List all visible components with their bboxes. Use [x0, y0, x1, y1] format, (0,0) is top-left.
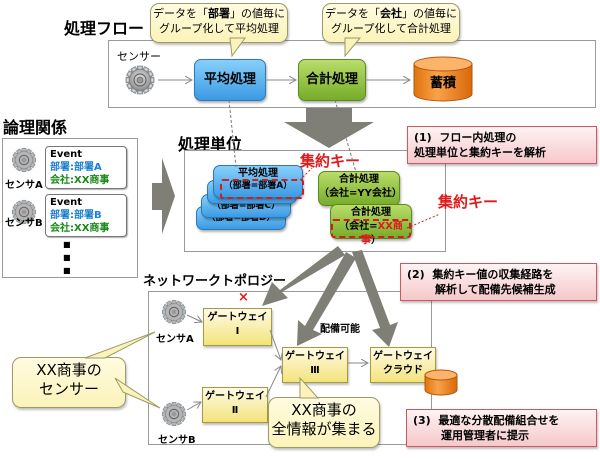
gear-icon [11, 147, 37, 173]
flow-sensor-label: センサー [117, 50, 161, 63]
event-title: Event [50, 197, 83, 208]
step-2-box: (2) 集約キー値の収集経路を 解析して配備先候補生成 [400, 263, 597, 301]
units-title: 処理単位 [178, 135, 243, 154]
callout-text: 」の値毎に [402, 7, 457, 20]
logical-sensor-a-label: センサA [5, 180, 43, 191]
step-num: (2) [407, 268, 425, 281]
callout-text: 全情報が集まる [271, 420, 377, 438]
event-company: 会社:XX商事 [50, 175, 110, 186]
callout-text: XX商事の [291, 401, 357, 419]
gateway-name: ゲートウェイ [285, 351, 345, 362]
gateway-name: ゲートウェイ [373, 351, 433, 362]
storage-label: 蓄積 [429, 76, 456, 91]
sum-process-label: 合計処理 [305, 72, 358, 87]
ellipsis-dot: ■ [63, 266, 71, 275]
sum-process-node: 合計処理 [298, 59, 366, 101]
avg-card-key: （部署=部署D） [206, 213, 276, 223]
callout-sum-process: データを「会社」の値毎に グループ化して合計処理 [322, 3, 460, 43]
step-text: 処理単位と集約キーを解析 [414, 146, 546, 159]
step-text: 最適な分散配備組合せを [438, 414, 560, 427]
callout-xx-sensor: XX商事の センサー [12, 357, 126, 408]
event-title: Event [50, 149, 83, 160]
gear-icon [161, 299, 187, 325]
callout-text: データを「 [153, 7, 208, 20]
callout-text: グループ化して合計処理 [330, 22, 451, 35]
network-sensor-b-label: センサB [158, 435, 196, 446]
avg-card-title: 平均処理 [238, 168, 278, 179]
event-card-sensor-a: Event 部署:部署A 会社:XX商事 [45, 146, 127, 189]
storage-cylinder-icon [413, 56, 473, 102]
step-text: 集約キー値の収集経路を [432, 268, 554, 281]
sum-card-key: （会社=YY会社） [319, 188, 402, 199]
ellipsis-dot: ■ [63, 253, 71, 262]
gateway-sub: Ⅱ [231, 405, 239, 416]
gear-icon [11, 199, 37, 225]
sum-card-key: （会社=XX商事） [331, 220, 411, 248]
gateway-name: ゲートウェイ [205, 391, 265, 402]
event-card-sensor-b: Event 部署:部署B 会社:XX商事 [45, 194, 127, 237]
callout-text: グループ化して平均処理 [158, 22, 279, 35]
gateway-sub: クラウド [383, 365, 423, 376]
callout-text: データを「 [325, 7, 380, 20]
logical-title: 論理関係 [3, 118, 68, 137]
x-mark: × [238, 290, 249, 305]
logical-sensor-b-label: センサB [5, 218, 43, 229]
callout-tail [84, 331, 156, 359]
cloud-storage-icon [424, 369, 458, 396]
step-num: (1) [414, 131, 432, 144]
aggregation-key-highlight-dept [220, 179, 304, 199]
callout-xx-all-info: XX商事の 全情報が集まる [268, 397, 380, 448]
callout-avg-process: データを「部署」の値毎に グループ化して平均処理 [150, 3, 288, 43]
gateway-3: ゲートウェイ Ⅲ [282, 347, 348, 383]
sum-card-key-pre: （会社= [339, 221, 378, 232]
avg-process-node: 平均処理 [194, 59, 266, 101]
event-dept: 部署:部署B [50, 210, 102, 221]
avg-process-label: 平均処理 [203, 72, 256, 87]
sum-card-yy: 合計処理 （会社=YY会社） [318, 171, 402, 206]
step-text: フロー内処理の [439, 131, 517, 144]
sum-card-xx: 合計処理 （会社=XX商事） [330, 204, 412, 246]
gateway-sub: Ⅲ [310, 365, 320, 376]
gateway-2: ゲートウェイ Ⅱ [202, 387, 268, 423]
big-arrow-right [152, 158, 175, 234]
gear-icon [161, 401, 187, 427]
ellipsis-dot: ■ [63, 240, 71, 249]
big-arrow-down [284, 108, 374, 148]
step-1-box: (1) フロー内処理の 処理単位と集約キーを解析 [407, 126, 597, 164]
aggregation-key-highlight-company [331, 219, 411, 238]
deployable-label: 配備可能 [320, 324, 360, 335]
sum-card-title: 合計処理 [339, 174, 379, 185]
step-text: 運用管理者に提示 [441, 429, 529, 442]
event-dept: 部署:部署A [50, 162, 102, 173]
sum-card-key-value: XX商事 [361, 221, 403, 246]
gateway-sub: Ⅰ [235, 326, 240, 337]
sum-card-key-post: ） [371, 235, 381, 246]
step-num: (3) [413, 414, 431, 427]
network-title: ネットワークトポロジー [143, 274, 287, 289]
aggregation-key-label-lower: 集約キー [438, 193, 499, 211]
aggregation-key-label-upper: 集約キー [300, 152, 361, 170]
avg-card-key: （部署=部署A） [223, 181, 293, 191]
network-sensor-a-label: センサA [156, 334, 194, 345]
sum-card-title: 合計処理 [351, 207, 391, 218]
callout-text: 」の値毎に [230, 7, 285, 20]
callout-text: XX商事の [36, 361, 102, 379]
callout-text: センサー [38, 380, 99, 398]
event-company: 会社:XX商事 [50, 223, 110, 234]
callout-key: 部署 [208, 7, 230, 20]
callout-key: 会社 [380, 7, 402, 20]
flow-title: 処理フロー [64, 19, 145, 38]
avg-card-key: （部署=部署C） [211, 201, 281, 211]
gateway-name: ゲートウェイ [207, 312, 268, 323]
gateway-1: ゲートウェイ Ⅰ [203, 308, 272, 346]
gear-icon [125, 65, 155, 95]
step-text: 解析して配備先候補生成 [435, 283, 556, 296]
step-3-box: (3) 最適な分散配備組合せを 運用管理者に提示 [406, 409, 597, 447]
